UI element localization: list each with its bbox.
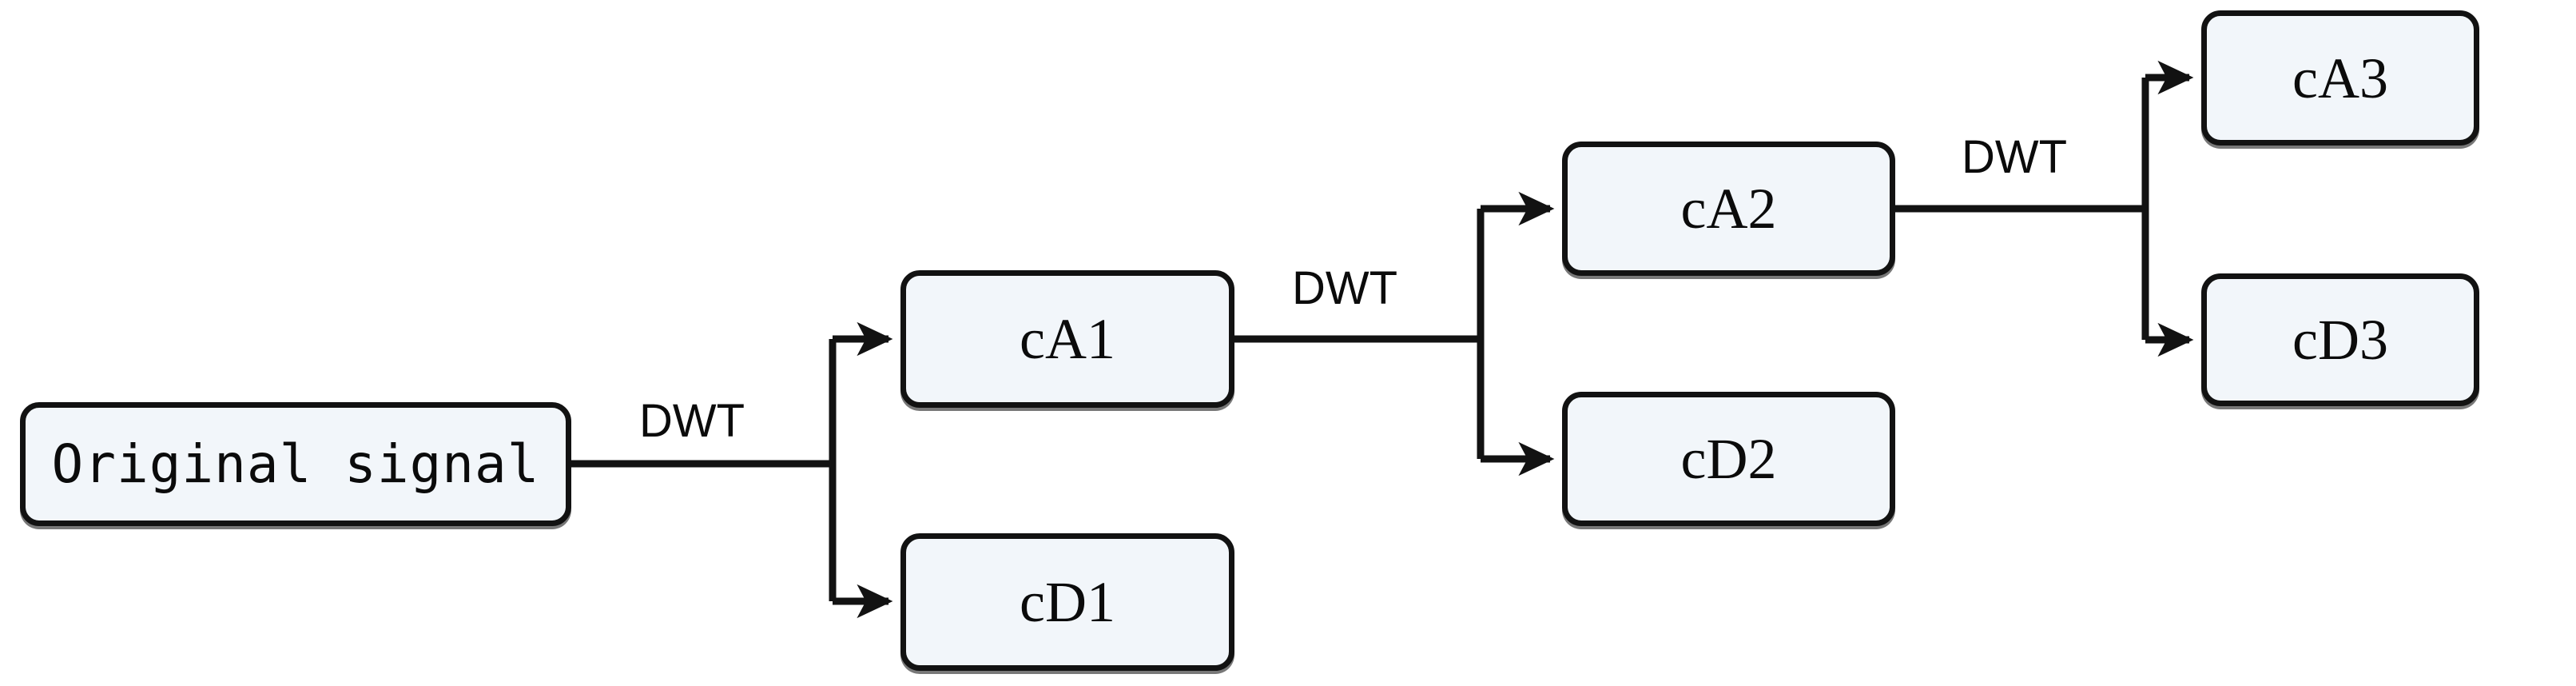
node-cd2[interactable]: cD2 (1562, 392, 1895, 526)
node-ca2-label: cA2 (1680, 177, 1777, 241)
edge-label-dwt-level2: DWT (1292, 262, 1398, 314)
node-ca3[interactable]: cA3 (2201, 10, 2479, 146)
edge-label-dwt-level3: DWT (1962, 131, 2068, 183)
node-cd3-label: cD3 (2292, 308, 2388, 372)
node-ca1-label: cA1 (1020, 307, 1115, 371)
node-ca2[interactable]: cA2 (1562, 142, 1895, 276)
edge-label-dwt-level1: DWT (639, 395, 745, 447)
node-original-signal-label: Original signal (51, 433, 540, 495)
node-cd1-label: cD1 (1020, 570, 1115, 634)
node-ca1[interactable]: cA1 (900, 270, 1234, 408)
node-cd3[interactable]: cD3 (2201, 273, 2479, 406)
node-ca3-label: cA3 (2292, 46, 2388, 110)
node-cd2-label: cD2 (1680, 427, 1777, 491)
node-cd1[interactable]: cD1 (900, 533, 1234, 671)
node-original-signal[interactable]: Original signal (20, 402, 571, 526)
